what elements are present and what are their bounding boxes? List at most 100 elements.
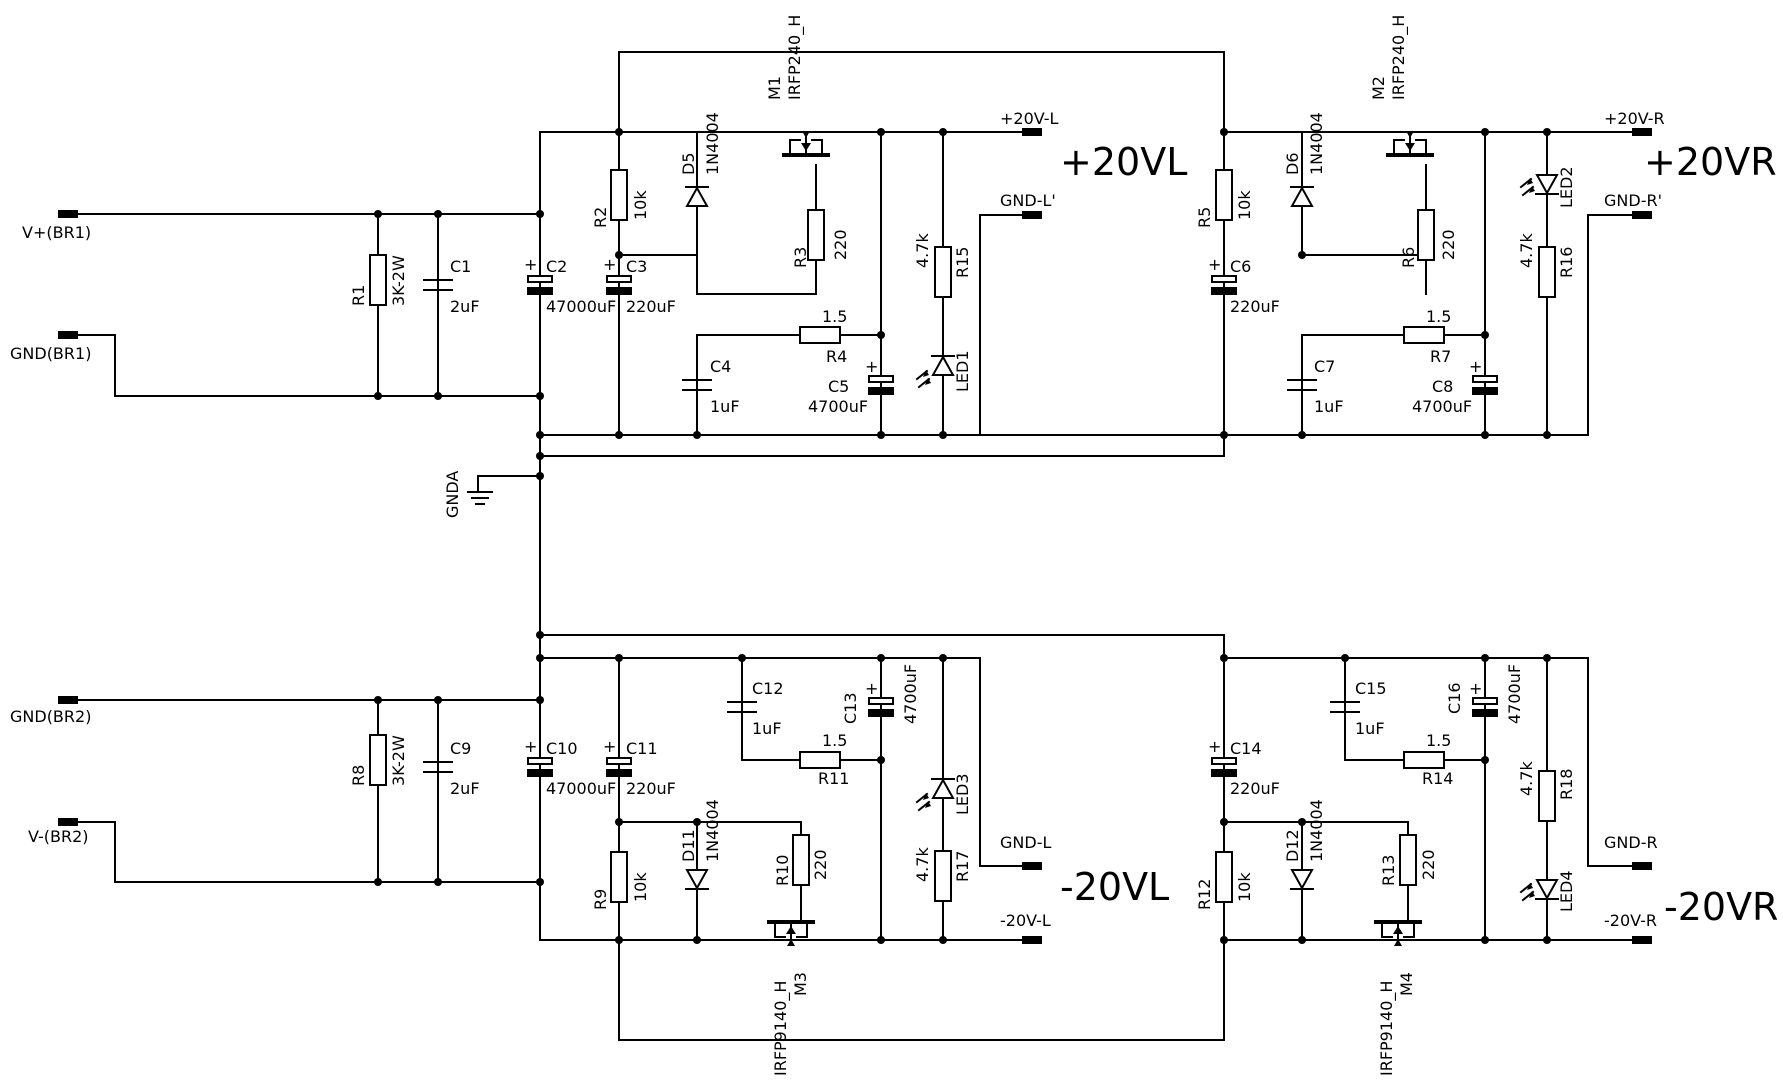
resistor-r9: [610, 851, 628, 903]
val-c15: 1uF: [1355, 719, 1385, 738]
ref-d12: D12: [1283, 829, 1302, 862]
ref-r4: R4: [826, 347, 847, 366]
val-d12: 1N4004: [1307, 799, 1326, 862]
resistor-r12: [1215, 851, 1233, 903]
ref-r17: R17: [953, 851, 972, 882]
resistor-r16: [1538, 246, 1556, 298]
resistor-r7: [1403, 326, 1445, 344]
label-gnd-br1: GND(BR1): [10, 344, 91, 363]
ref-d6: D6: [1283, 153, 1302, 176]
val-r4: 1.5: [822, 307, 847, 326]
resistor-r3: [807, 209, 825, 261]
svg-text:+: +: [1469, 357, 1482, 376]
net-labels: V+(BR1) GND(BR1) GND(BR2) V-(BR2) GNDA +…: [10, 109, 1778, 930]
resistor-r1: [369, 254, 387, 306]
junctions: [374, 128, 1551, 944]
resistor-r18: [1538, 770, 1556, 822]
ref-r9: R9: [591, 889, 610, 910]
val-r14: 1.5: [1426, 731, 1451, 750]
ref-m2: M2: [1369, 76, 1388, 100]
connector-pads: [58, 128, 1652, 944]
val-c11: 220uF: [626, 779, 676, 798]
ref-r15: R15: [953, 247, 972, 278]
ref-r1: R1: [349, 285, 368, 306]
mosfet-m4: [1374, 920, 1422, 948]
ref-r13: R13: [1379, 855, 1398, 886]
components: + + + + + + + + + +: [369, 129, 1559, 948]
led-led3: [916, 778, 955, 811]
val-m4: IRFP9140_H: [1377, 981, 1397, 1076]
mosfet-m1: [782, 129, 830, 157]
led-led1: [916, 355, 955, 388]
svg-text:+: +: [524, 255, 537, 274]
resistor-r5: [1215, 169, 1233, 221]
rail-label-plus-right: +20VR: [1644, 140, 1777, 184]
label-out-gnd-r: GND-R: [1604, 833, 1658, 852]
resistor-r11: [799, 751, 841, 769]
rail-label-minus-left: -20VL: [1060, 865, 1169, 909]
label-out-p20-r: +20V-R: [1604, 109, 1665, 128]
label-gnd-br2: GND(BR2): [10, 707, 91, 726]
val-r2: 10k: [631, 190, 650, 220]
diode-d11: [685, 869, 709, 890]
val-m3: IRFP9140_H: [771, 981, 791, 1076]
val-r18: 4.7k: [1517, 761, 1536, 796]
val-d11: 1N4004: [703, 799, 722, 862]
label-out-gnd-l-prime: GND-L': [1000, 191, 1056, 210]
label-out-p20-l: +20V-L: [1000, 109, 1059, 128]
val-d5: 1N4004: [703, 112, 722, 175]
rail-label-minus-right: -20VR: [1664, 885, 1778, 929]
resistor-r2: [610, 169, 628, 221]
svg-text:+: +: [524, 737, 537, 756]
val-r17: 4.7k: [913, 847, 932, 882]
val-c6: 220uF: [1230, 297, 1280, 316]
ref-led1: LED1: [953, 350, 972, 392]
ref-r5: R5: [1195, 207, 1214, 228]
ref-c8: C8: [1432, 377, 1453, 396]
ref-c14: C14: [1230, 739, 1262, 758]
ref-d5: D5: [679, 153, 698, 176]
ref-led2: LED2: [1557, 166, 1576, 208]
ref-r18: R18: [1557, 769, 1576, 800]
mosfet-m3: [767, 920, 815, 948]
val-c9: 2uF: [450, 779, 480, 798]
led-led4: [1520, 879, 1559, 901]
val-c2: 47000uF: [546, 297, 616, 316]
svg-text:+: +: [865, 679, 878, 698]
led-led2: [1520, 174, 1559, 196]
val-r16: 4.7k: [1517, 233, 1536, 268]
val-r5: 10k: [1235, 190, 1254, 220]
ref-led3: LED3: [953, 773, 972, 815]
resistor-r14: [1403, 751, 1445, 769]
val-c14: 220uF: [1230, 779, 1280, 798]
val-r8: 3K-2W: [389, 735, 408, 786]
val-c4: 1uF: [710, 397, 740, 416]
val-c5: 4700uF: [808, 397, 868, 416]
ref-r10: R10: [773, 855, 792, 886]
ref-r8: R8: [349, 765, 368, 786]
component-labels: R1 3K-2W C1 2uF C2 47000uF C3 220uF R2 1…: [349, 15, 1576, 1076]
svg-text:+: +: [603, 255, 616, 274]
ref-r6: R6: [1399, 247, 1418, 268]
ref-c16: C16: [1445, 682, 1464, 714]
val-c10: 47000uF: [546, 779, 616, 798]
val-r6: 220: [1439, 229, 1458, 260]
ref-led4: LED4: [1557, 870, 1576, 912]
wires: [71, 51, 1633, 1041]
ref-d11: D11: [679, 829, 698, 862]
val-r13: 220: [1419, 849, 1438, 880]
ref-c9: C9: [450, 739, 471, 758]
val-m1: IRFP240_H: [785, 15, 805, 100]
ref-c15: C15: [1355, 679, 1387, 698]
val-c3: 220uF: [626, 297, 676, 316]
val-r10: 220: [811, 849, 830, 880]
ref-c12: C12: [752, 679, 784, 698]
ref-c13: C13: [841, 692, 860, 724]
label-v-minus-br2: V-(BR2): [28, 827, 89, 846]
ref-c7: C7: [1314, 357, 1335, 376]
val-r7: 1.5: [1426, 307, 1451, 326]
ref-m3: M3: [791, 972, 810, 996]
val-c16: 4700uF: [1505, 664, 1524, 724]
svg-text:+: +: [1469, 679, 1482, 698]
resistor-r10: [792, 834, 810, 886]
